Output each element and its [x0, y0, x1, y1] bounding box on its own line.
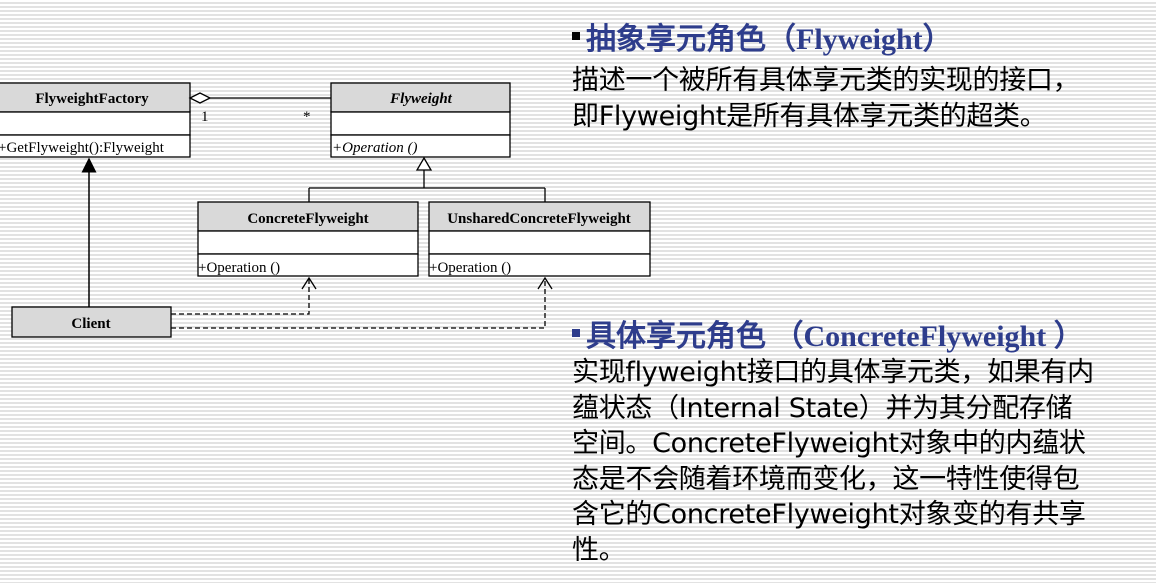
body-line: 实现flyweight接口的具体享元类，如果有内 — [572, 357, 1094, 388]
class-operation: +Operation () — [332, 140, 418, 156]
class-name: ConcreteFlyweight — [247, 211, 368, 227]
dependency-unshared — [171, 276, 553, 329]
open-arrowhead-icon — [537, 276, 553, 290]
inheritance-triangle-icon — [415, 156, 433, 171]
class-operation: +Operation () — [198, 260, 280, 276]
body-line: 含它的ConcreteFlyweight对象变的有共享 — [572, 499, 1086, 530]
aggregation-association: 1 * — [188, 92, 331, 125]
body-line: 性。 — [572, 534, 626, 566]
class-concrete-flyweight: ConcreteFlyweight +Operation () — [197, 201, 419, 277]
body-line: 即Flyweight是所有具体享元类的超类。 — [572, 100, 1047, 132]
multiplicity-one: 1 — [201, 109, 209, 125]
generalization — [308, 156, 546, 202]
section-title-text: 具体享元角色 （ConcreteFlyweight ） — [586, 320, 1084, 353]
body-line: 空间。ConcreteFlyweight对象中的内蕴状 — [572, 428, 1086, 459]
body-line: 描述一个被所有具体享元类的实现的接口， — [572, 65, 1080, 96]
class-name: FlyweightFactory — [35, 91, 149, 107]
class-operation: +Operation () — [429, 260, 511, 276]
class-client: Client — [11, 306, 172, 338]
dependency-concrete — [171, 276, 317, 315]
class-name: UnsharedConcreteFlyweight — [447, 211, 631, 227]
body-line: 蕴状态（Internal State）并为其分配存储 — [572, 392, 1073, 424]
section-title: 具体享元角色 （ConcreteFlyweight ） — [572, 319, 1156, 355]
uml-diagram: FlyweightFactory +GetFlyweight():Flyweig… — [0, 82, 651, 338]
class-flyweight-factory: FlyweightFactory +GetFlyweight():Flyweig… — [0, 82, 191, 158]
section-concrete-flyweight: 具体享元角色 （ConcreteFlyweight ） 实现flyweight接… — [572, 319, 1156, 568]
multiplicity-many: * — [303, 109, 311, 125]
class-name: Client — [71, 316, 110, 332]
class-unshared-concrete-flyweight: UnsharedConcreteFlyweight +Operation () — [428, 201, 651, 277]
section-title: 抽象享元角色（Flyweight） — [572, 22, 1156, 58]
class-operation: +GetFlyweight():Flyweight — [0, 140, 165, 156]
class-name: Flyweight — [389, 91, 453, 107]
bullet-square-icon — [572, 32, 580, 41]
open-arrowhead-icon — [301, 276, 317, 290]
body-line: 态是不会随着环境而变化，这一特性使得包 — [572, 463, 1080, 495]
section-abstract-flyweight: 抽象享元角色（Flyweight） 描述一个被所有具体享元类的实现的接口， 即F… — [572, 22, 1156, 134]
bullet-square-icon — [572, 329, 580, 338]
class-flyweight: Flyweight +Operation () — [330, 82, 511, 158]
aggregation-diamond-icon — [188, 92, 212, 104]
section-title-text: 抽象享元角色（Flyweight） — [586, 23, 953, 56]
